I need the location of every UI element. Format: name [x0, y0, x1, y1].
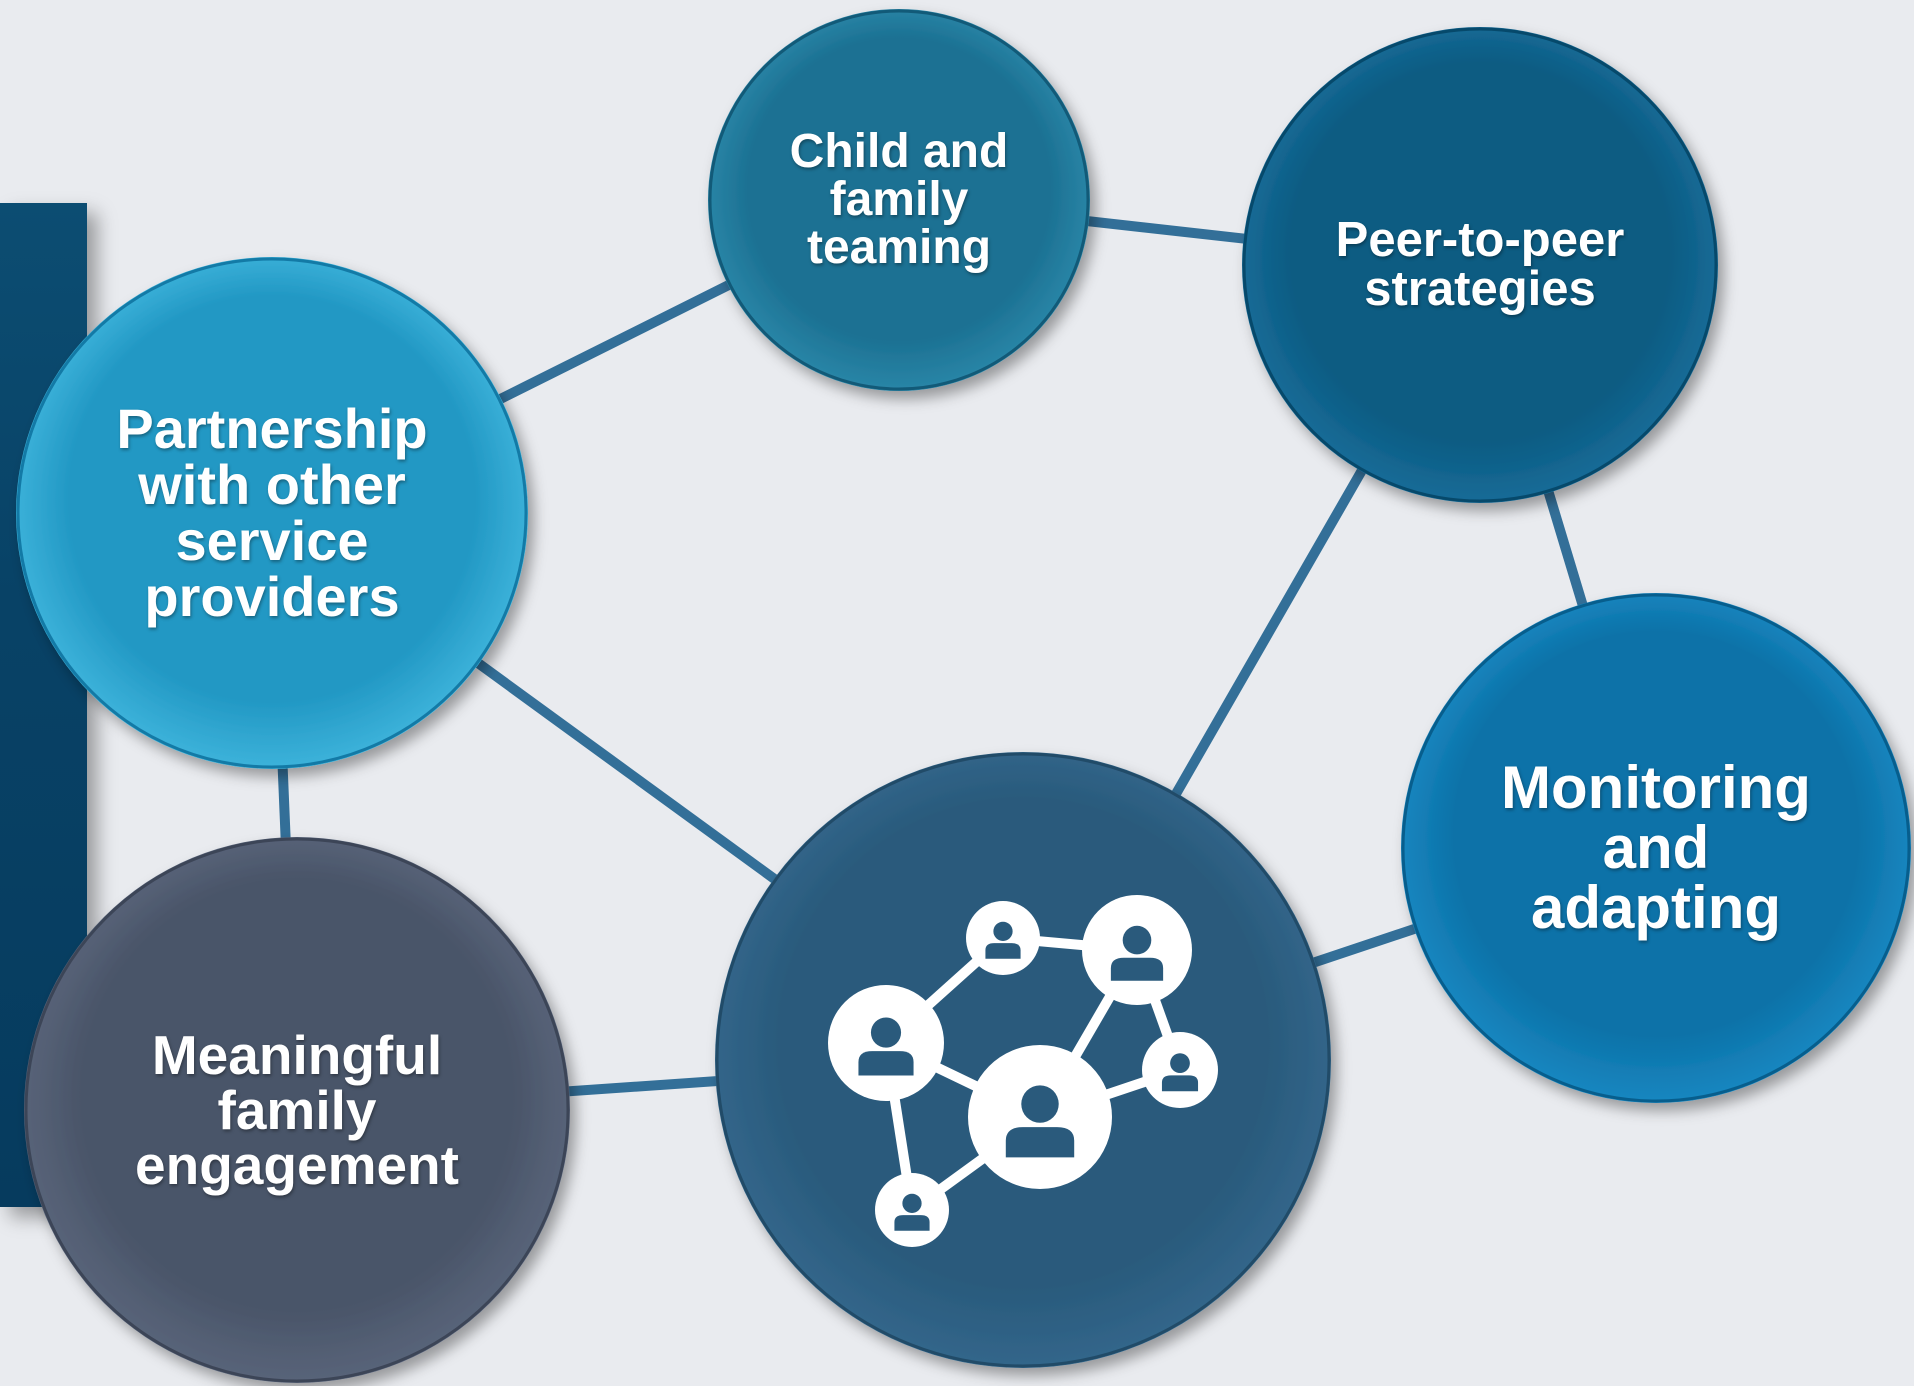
node-label-monitoring-adapting: Monitoring and adapting	[1501, 754, 1811, 941]
person-icon-bottom	[875, 1173, 949, 1247]
node-rim-meaningful-engagement	[24, 837, 570, 1383]
node-rim-network-hub	[715, 752, 1331, 1368]
person-icon-left	[828, 985, 944, 1101]
person-icon-center	[968, 1045, 1112, 1189]
node-rim-partnership	[16, 257, 528, 769]
node-circle-peer-to-peer	[1242, 27, 1718, 503]
node-child-family-teaming	[708, 9, 1090, 391]
node-monitoring-adapting	[1401, 593, 1911, 1103]
node-circle-meaningful-engagement	[24, 837, 570, 1383]
node-label-partnership: Partnership with other service providers	[116, 397, 428, 628]
person-icon-right	[1142, 1032, 1218, 1108]
person-icon-top-left	[966, 901, 1040, 975]
person-icon-top-right	[1082, 895, 1192, 1005]
node-rim-child-family-teaming	[708, 9, 1090, 391]
node-meaningful-engagement	[24, 837, 570, 1383]
node-label-peer-to-peer: Peer-to-peer strategies	[1335, 213, 1625, 316]
people-network-icon	[828, 895, 1218, 1247]
node-circle-monitoring-adapting	[1401, 593, 1911, 1103]
node-label-meaningful-engagement: Meaningful family engagement	[135, 1023, 459, 1196]
node-peer-to-peer	[1242, 27, 1718, 503]
node-rim-peer-to-peer	[1242, 27, 1718, 503]
node-circle-partnership	[16, 257, 528, 769]
node-label-child-family-teaming: Child and family teaming	[789, 125, 1009, 274]
node-circle-child-family-teaming	[708, 9, 1090, 391]
node-partnership	[16, 257, 528, 769]
node-rim-monitoring-adapting	[1401, 593, 1911, 1103]
